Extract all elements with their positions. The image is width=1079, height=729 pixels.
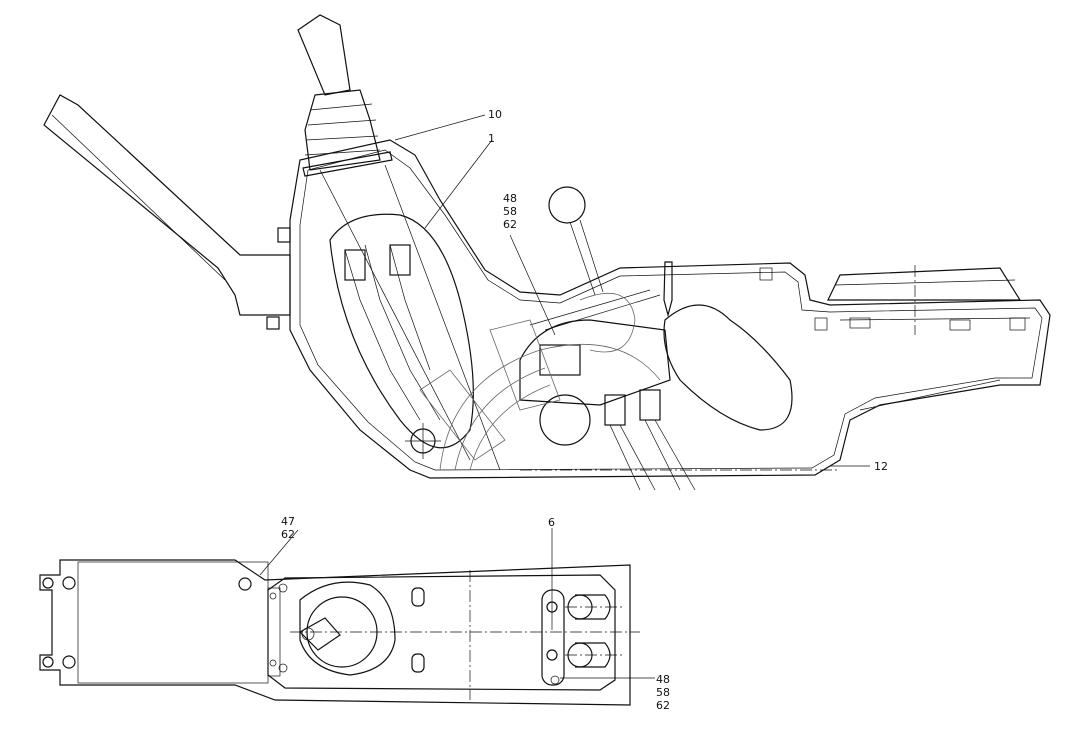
callout-48: 48 <box>503 192 517 205</box>
watermark-logo <box>419 293 661 471</box>
callout-12: 12 <box>874 460 888 473</box>
callout-47-62: 47 62 <box>281 515 295 541</box>
callout-6: 6 <box>548 516 555 529</box>
lever-arm <box>43 94 291 330</box>
joystick <box>297 14 393 177</box>
callout-48-58-62-bottom: 48 58 62 <box>656 673 670 712</box>
console-housing-side <box>289 139 1051 491</box>
console-plan-view <box>39 559 640 706</box>
callout-62: 62 <box>503 218 517 231</box>
callout-48: 48 <box>656 673 670 686</box>
callout-48-58-62-top: 48 58 62 <box>503 192 517 231</box>
callout-62: 62 <box>656 699 670 712</box>
callout-10: 10 <box>488 108 502 121</box>
callout-62: 62 <box>281 528 295 541</box>
callout-58: 58 <box>656 686 670 699</box>
callout-47: 47 <box>281 515 295 528</box>
callout-1: 1 <box>488 132 495 145</box>
callout-58: 58 <box>503 205 517 218</box>
leader-lines <box>259 114 870 679</box>
